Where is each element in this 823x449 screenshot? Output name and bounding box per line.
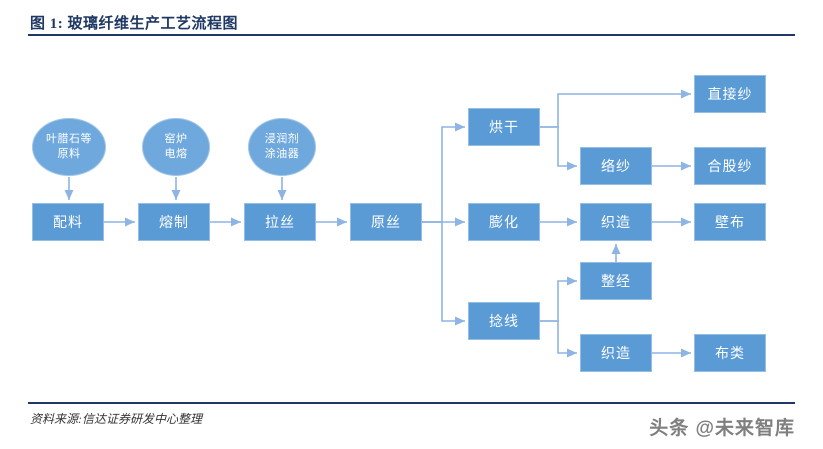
edge-twisting-weaving_low	[540, 320, 577, 358]
node-warping[interactable]: 整经	[580, 262, 652, 300]
edge-raw_yarn-twisting	[422, 221, 465, 326]
node-weaving-mid[interactable]: 织造	[580, 203, 652, 241]
source-rule-bottom	[28, 402, 795, 404]
node-drawing[interactable]: 拉丝	[244, 203, 316, 241]
node-label: 浸润剂涂油器	[264, 133, 300, 160]
node-wall-cloth[interactable]: 壁布	[694, 203, 766, 241]
node-label: 叶腊石等原料	[46, 133, 92, 160]
node-plied-yarn[interactable]: 合股纱	[694, 147, 766, 185]
watermark-label: 头条 @未来智库	[649, 418, 795, 439]
node-fabrics[interactable]: 布类	[694, 334, 766, 372]
edge-drying-winding	[540, 126, 577, 171]
node-weaving-low[interactable]: 织造	[580, 334, 652, 372]
page-title: 图 1: 玻璃纤维生产工艺流程图	[30, 16, 238, 32]
edge-drying-direct_yarn	[540, 89, 691, 128]
node-direct-yarn[interactable]: 直接纱	[694, 75, 766, 113]
node-raw-material[interactable]: 叶腊石等原料	[32, 118, 106, 176]
node-drying[interactable]: 烘干	[468, 108, 540, 146]
node-twisting[interactable]: 捻线	[468, 302, 540, 340]
edge-twisting-warping	[540, 276, 577, 322]
title-rule-top	[28, 34, 795, 36]
edge-raw_yarn-drying	[422, 122, 465, 223]
node-winding[interactable]: 络纱	[580, 147, 652, 185]
node-melting[interactable]: 熔制	[138, 203, 210, 241]
node-kiln[interactable]: 窑炉电熔	[142, 118, 210, 176]
node-bulking[interactable]: 膨化	[468, 203, 540, 241]
node-batching[interactable]: 配料	[32, 203, 104, 241]
node-label: 窑炉电熔	[164, 133, 188, 160]
node-raw-yarn[interactable]: 原丝	[350, 203, 422, 241]
process-flow-diagram: 叶腊石等原料 窑炉电熔 浸润剂涂油器 配料 熔制 拉丝 原丝 烘干 膨化 捻线 …	[0, 40, 823, 400]
node-sizing-applicator[interactable]: 浸润剂涂油器	[248, 118, 316, 176]
source-note: 资料来源:信达证券研发中心整理	[30, 412, 202, 426]
